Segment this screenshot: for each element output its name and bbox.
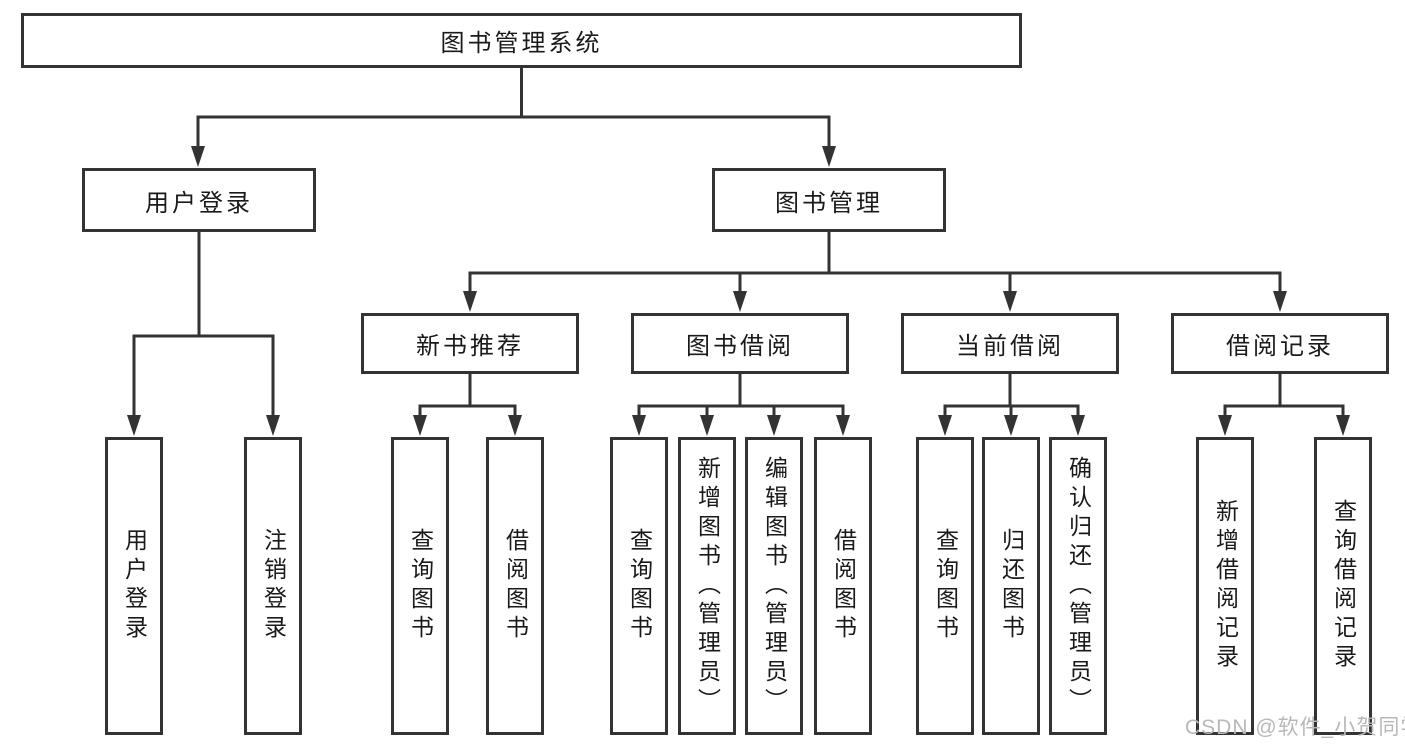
leaf-user-login: 用户登录 bbox=[105, 437, 163, 735]
node-root: 图书管理系统 bbox=[21, 13, 1022, 68]
leaf-add-borrow-record: 新增借阅记录 bbox=[1196, 437, 1254, 735]
leaf-borrow-books: 借阅图书 bbox=[486, 437, 544, 735]
leaf-edit-books-admin: 编辑图书（管理员） bbox=[745, 437, 803, 735]
node-borrowing-records: 借阅记录 bbox=[1171, 313, 1389, 374]
leaf-query-books: 查询图书 bbox=[610, 437, 668, 735]
node-book-borrowing: 图书借阅 bbox=[631, 313, 849, 374]
node-new-book-recommendation: 新书推荐 bbox=[361, 313, 579, 374]
leaf-confirm-return-admin: 确认归还（管理员） bbox=[1049, 437, 1107, 735]
leaf-query-borrow-record: 查询借阅记录 bbox=[1314, 437, 1372, 735]
node-current-borrowing: 当前借阅 bbox=[901, 313, 1119, 374]
leaf-add-books-admin: 新增图书（管理员） bbox=[678, 437, 736, 735]
leaf-query-books: 查询图书 bbox=[391, 437, 449, 735]
node-book-management: 图书管理 bbox=[712, 168, 946, 232]
leaf-borrow-books: 借阅图书 bbox=[814, 437, 872, 735]
node-user-login: 用户登录 bbox=[82, 168, 316, 232]
csdn-watermark: CSDN @软件_小贺同学 bbox=[1185, 716, 1405, 739]
leaf-query-books: 查询图书 bbox=[916, 437, 974, 735]
leaf-logout-login: 注销登录 bbox=[244, 437, 302, 735]
leaf-return-books: 归还图书 bbox=[982, 437, 1040, 735]
